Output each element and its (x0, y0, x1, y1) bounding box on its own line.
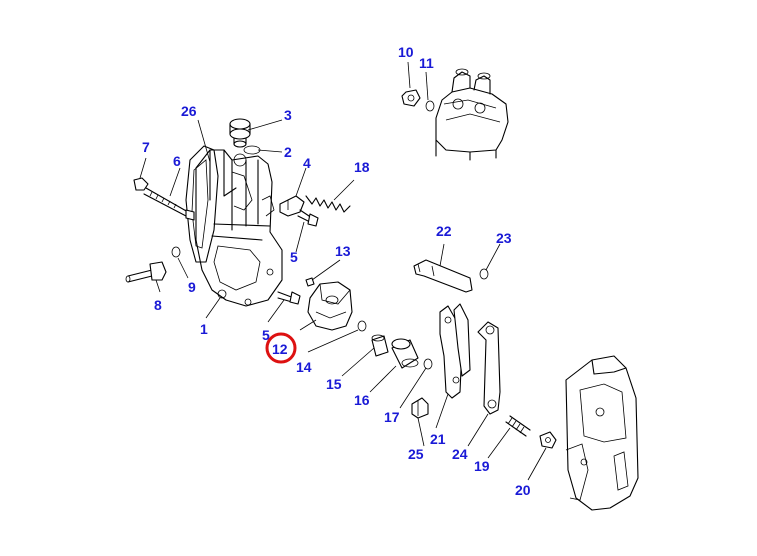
part-8-stud-bolt (125, 261, 167, 283)
label-12: 12 (272, 341, 288, 357)
part-1-governor-housing (195, 149, 283, 307)
part-22-lever (413, 259, 473, 293)
label-13: 13 (335, 243, 351, 259)
label-7: 7 (142, 139, 150, 155)
governor-cover (565, 355, 639, 511)
part-23-ring (479, 268, 489, 280)
label-10: 10 (398, 44, 414, 60)
label-14: 14 (296, 359, 312, 375)
label-6: 6 (173, 153, 181, 169)
part-2-o-ring (243, 145, 261, 155)
label-24: 24 (452, 446, 468, 462)
label-23: 23 (496, 230, 512, 246)
pump-top-assembly (435, 68, 509, 161)
label-25: 25 (408, 446, 424, 462)
label-15: 15 (326, 376, 342, 392)
part-21-lever-assembly (439, 303, 471, 399)
part-3-plug (229, 118, 251, 148)
part-19-adjusting-screw (505, 415, 531, 437)
part-15-sleeve (371, 334, 389, 357)
part-4-bracket (279, 195, 305, 217)
label-18: 18 (354, 159, 370, 175)
part-6-bolt (143, 187, 195, 221)
label-21: 21 (430, 431, 446, 447)
label-8: 8 (154, 297, 162, 313)
label-22: 22 (436, 223, 452, 239)
label-5-upper: 5 (290, 249, 298, 265)
label-26: 26 (181, 103, 197, 119)
label-3: 3 (284, 107, 292, 123)
part-5-bolt-lower (277, 291, 301, 305)
part-labels: 26 3 2 4 5 18 6 7 8 9 1 5 10 11 13 12 14… (142, 44, 531, 498)
label-4: 4 (303, 155, 311, 171)
label-16: 16 (354, 392, 370, 408)
label-9: 9 (188, 279, 196, 295)
label-11: 11 (419, 55, 434, 71)
part-14-washer (357, 320, 367, 332)
part-11-washer (425, 100, 435, 112)
part-26-gasket (185, 145, 219, 263)
part-16-collar (391, 338, 419, 369)
leader-lines (139, 61, 547, 481)
label-1: 1 (200, 321, 208, 337)
part-25-pin (411, 397, 429, 419)
part-24-link (477, 321, 501, 415)
label-2: 2 (284, 144, 292, 160)
part-12-flyweight (307, 281, 353, 331)
label-19: 19 (474, 458, 490, 474)
part-9-washer (171, 246, 181, 258)
part-7-washer (133, 177, 149, 191)
part-10-nut (401, 89, 421, 107)
part-17-snap-ring (423, 358, 433, 370)
part-5-bolt-upper (297, 209, 319, 227)
highlight-ring (265, 332, 297, 364)
part-18-spring (305, 195, 351, 213)
label-5-lower: 5 (262, 327, 270, 343)
part-20-nut (539, 431, 557, 449)
label-17: 17 (384, 409, 400, 425)
label-20: 20 (515, 482, 531, 498)
